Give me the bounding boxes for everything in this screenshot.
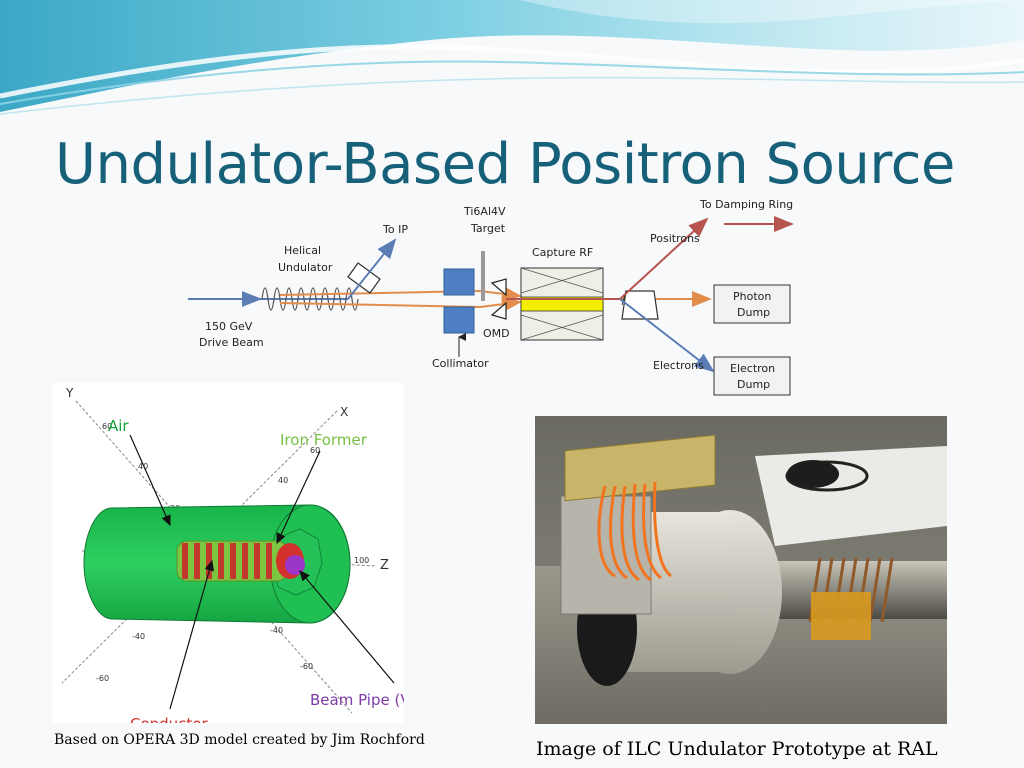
collimator-upper-block [443,268,475,296]
label-photon-dump-2: Dump [737,306,770,319]
photon-beam-to-target-lower [479,296,522,313]
helical-undulator-coil [261,287,359,311]
label-target-1: Ti6Al4V [463,205,506,218]
label-positrons: Positrons [650,232,700,245]
model-caption: Based on OPERA 3D model created by Jim R… [54,732,425,748]
omd-upper [490,278,507,297]
label-helical-1: Helical [284,244,321,257]
tick-label: 60 [310,446,320,455]
electron-dump-box [713,356,791,396]
label-drive-beam-2: Drive Beam [199,336,264,349]
label-omd: OMD [483,327,510,340]
label-electrons: Electrons [653,359,704,372]
positron-source-schematic: To IP Helical Undulator 150 GeV Drive Be… [188,198,794,396]
drive-beam-to-ip [347,238,397,300]
callout-beam-pipe: Beam Pipe (Vacuum) [310,691,404,709]
callout-iron-former-pointer [276,450,321,545]
photo-kapton-tape [811,592,871,640]
y-axis-label: Y [65,386,74,400]
tick-label: -60 [300,662,313,671]
callout-air: Air [108,417,129,435]
photo-caption: Image of ILC Undulator Prototype at RAL [536,738,938,760]
tick-label: 40 [138,462,148,471]
label-electron-dump-1: Electron [730,362,775,375]
omd-lower [490,301,507,320]
tick-label: -60 [96,674,109,683]
photo-cable-loop [785,460,869,492]
label-capture-rf: Capture RF [532,246,593,259]
callout-conductor-pointer [169,559,214,710]
positron-beam [619,217,709,300]
x-axis [61,410,338,684]
header-wave-banner [0,0,1024,115]
tick-label: 100 [354,556,369,565]
photo-circuit-board [564,434,716,502]
photon-beam-lower [279,302,481,308]
label-to-ip: To IP [382,223,408,236]
capture-rf-core [520,296,604,312]
photo-orange-wires [597,481,673,582]
photo-black-device [787,460,839,488]
label-drive-beam-1: 150 GeV [205,320,253,333]
beam-pipe-end [285,555,305,575]
y-axis [75,400,353,714]
z-axis-label: Z [380,558,389,573]
label-collimator: Collimator [432,357,489,370]
callout-air-pointer [129,434,171,527]
label-target-2: Target [470,222,506,235]
label-helical-2: Undulator [278,261,333,274]
tick-label: -40 [132,632,145,641]
slide-title: Undulator-Based Positron Source [55,132,955,197]
collimator-lower-block [443,306,475,334]
label-photon-dump-1: Photon [733,290,771,303]
capture-rf-hatch [520,314,604,341]
callout-iron-former: Iron Former [280,431,368,449]
electron-beam [619,298,715,373]
undulator-prototype-photo [535,416,947,724]
target-plate [481,251,485,301]
photon-dump-box [713,284,791,324]
photon-beam-to-target-upper [479,285,522,302]
tick-label: 40 [278,476,288,485]
label-to-damping-ring: To Damping Ring [699,198,793,211]
opera-3d-model: Y X Z 60 40 20 60 40 20 80 100 -40 -60 -… [52,383,404,723]
label-electron-dump-2: Dump [737,378,770,391]
callout-conductor: Conductor [130,715,208,723]
separation-magnet [621,290,659,320]
capture-rf-hatch [520,267,604,294]
callout-beam-pipe-pointer [299,570,395,684]
x-axis-label: X [340,405,348,419]
tick-label: 60 [102,422,112,431]
tick-label: -40 [270,626,283,635]
